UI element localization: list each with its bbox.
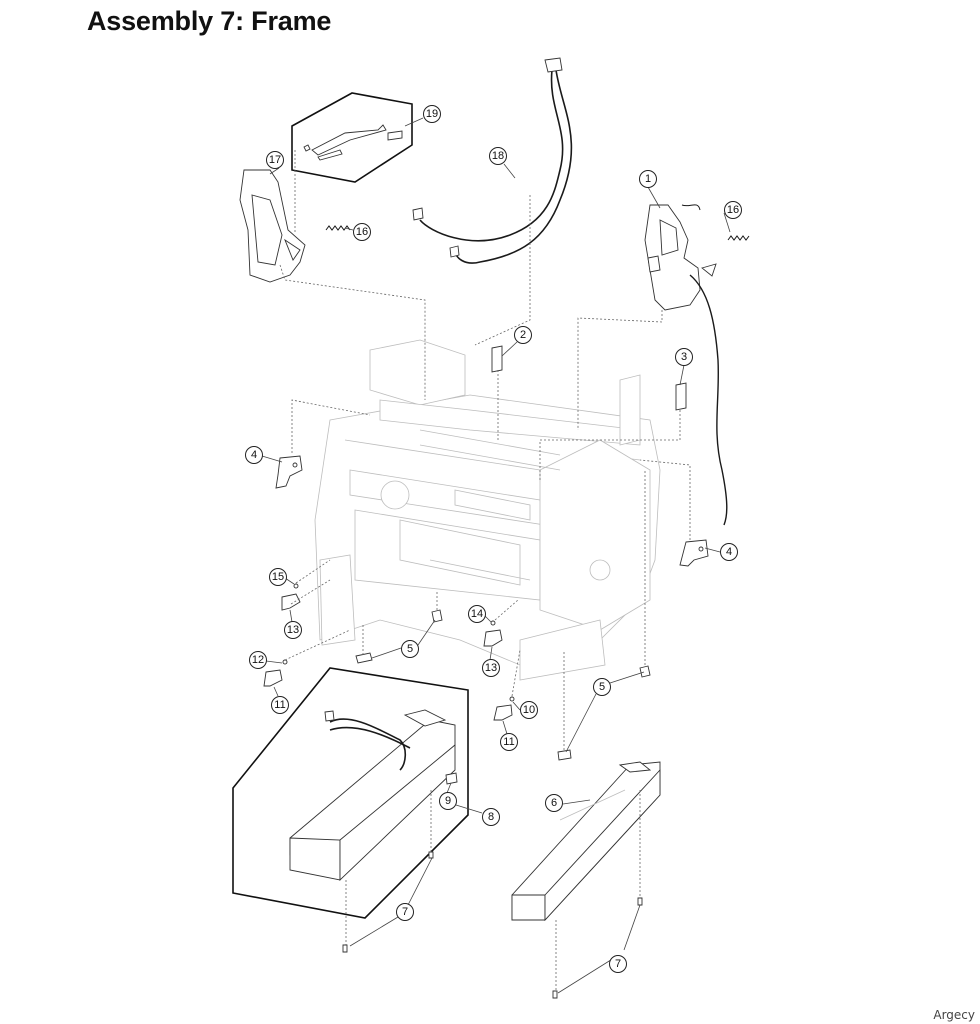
callout-11-left-label: 11	[274, 699, 285, 711]
callout-17-label: 17	[269, 154, 281, 166]
callout-16-left-label: 16	[356, 226, 368, 238]
part-4-latch-right	[679, 539, 709, 567]
callout-4-left-label: 4	[251, 449, 257, 461]
part-3-plate	[675, 382, 687, 411]
callout-4-right-label: 4	[726, 546, 732, 558]
callout-15: 15	[269, 568, 287, 586]
callout-1-label: 1	[645, 173, 651, 185]
part-16-spring-left	[325, 225, 351, 231]
callout-19: 19	[423, 105, 441, 123]
callout-4-left: 4	[245, 446, 263, 464]
callout-10-label: 10	[523, 704, 535, 716]
callout-16-right-label: 16	[727, 204, 739, 216]
callout-13-left: 13	[284, 621, 302, 639]
part-8-inset	[232, 667, 469, 919]
printer-frame	[314, 339, 661, 681]
callout-13-left-label: 13	[287, 624, 299, 636]
page-title: Assembly 7: Frame	[87, 6, 332, 36]
callout-2-label: 2	[520, 329, 526, 341]
callout-2: 2	[514, 326, 532, 344]
callout-14: 14	[468, 605, 486, 623]
callout-8-label: 8	[488, 811, 494, 823]
callout-16-right: 16	[724, 201, 742, 219]
part-4-latch-left	[275, 455, 303, 489]
callout-7-left-label: 7	[402, 906, 408, 918]
callout-12: 12	[249, 651, 267, 669]
callout-13-center: 13	[482, 659, 500, 677]
callout-11-center: 11	[500, 733, 518, 751]
small-parts	[263, 583, 515, 721]
leader-lines	[261, 117, 731, 994]
callout-4-right: 4	[720, 543, 738, 561]
callout-12-label: 12	[252, 654, 264, 666]
callout-16-left: 16	[353, 223, 371, 241]
callout-10: 10	[520, 701, 538, 719]
part-5-pads	[355, 609, 651, 761]
callout-13-center-label: 13	[485, 662, 497, 674]
part-7-screws	[342, 851, 643, 999]
callout-3: 3	[675, 348, 693, 366]
watermark: Argecy	[933, 1008, 975, 1022]
callout-17: 17	[266, 151, 284, 169]
callout-18-label: 18	[492, 150, 504, 162]
callout-1: 1	[639, 170, 657, 188]
callout-6: 6	[545, 794, 563, 812]
part-17-bracket	[239, 169, 306, 283]
part-19-inset	[291, 92, 413, 183]
callout-9: 9	[439, 792, 457, 810]
callout-18: 18	[489, 147, 507, 165]
part-18-cable	[412, 57, 573, 264]
callout-7-left: 7	[396, 903, 414, 921]
part-2-plate	[491, 345, 503, 373]
callout-7-right-label: 7	[615, 958, 621, 970]
part-6-duct	[511, 761, 661, 922]
callout-6-label: 6	[551, 797, 557, 809]
callout-7-right: 7	[609, 955, 627, 973]
callout-3-label: 3	[681, 351, 687, 363]
assembly-lines	[279, 150, 691, 990]
callout-14-label: 14	[471, 608, 483, 620]
callout-11-center-label: 11	[503, 736, 514, 748]
callout-5-left: 5	[401, 640, 419, 658]
callout-5-left-label: 5	[407, 643, 413, 655]
callout-9-label: 9	[445, 795, 451, 807]
part-1-bracket	[644, 204, 728, 526]
callout-8: 8	[482, 808, 500, 826]
part-16-spring-right	[727, 235, 750, 241]
callout-5-right-label: 5	[599, 681, 605, 693]
callout-19-label: 19	[426, 108, 438, 120]
callout-11-left: 11	[271, 696, 289, 714]
callout-5-right: 5	[593, 678, 611, 696]
callout-15-label: 15	[272, 571, 284, 583]
